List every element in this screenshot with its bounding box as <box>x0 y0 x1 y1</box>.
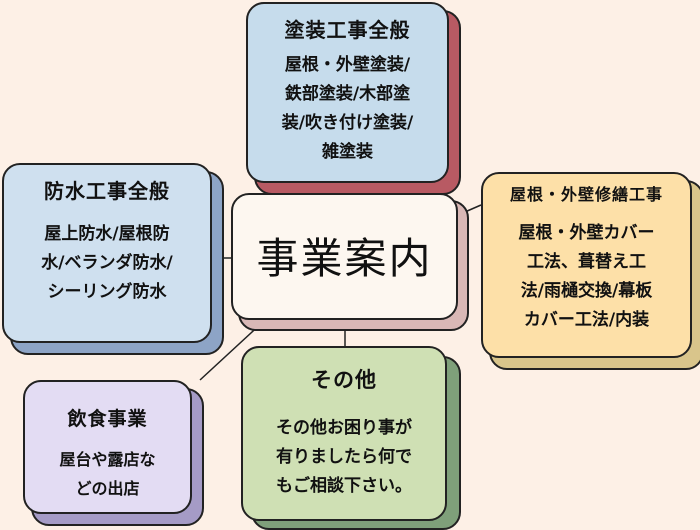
card-line: 装/吹き付け塗装/ <box>281 113 414 133</box>
card-line: 雑塗装 <box>322 142 373 162</box>
card-title: その他 <box>311 368 377 392</box>
card-body: 屋上防水/屋根防 水/ベランダ防水/ シーリング防水 <box>4 204 210 307</box>
card-title: 塗装工事全般 <box>284 18 411 42</box>
card-title: 屋根・外壁修繕工事 <box>509 185 663 204</box>
card-line: どの出店 <box>75 479 140 498</box>
card-line: 屋上防水/屋根防 <box>44 224 170 244</box>
card-line: 工法、葺替え工 <box>527 252 646 272</box>
card-food-business: 飲食事業 屋台や露店な どの出店 <box>23 380 192 514</box>
card-business-guide: 事業案内 <box>231 193 458 320</box>
center-title: 事業案内 <box>256 234 433 283</box>
card-line: シーリング防水 <box>47 282 167 302</box>
card-title: 防水工事全般 <box>44 179 170 203</box>
card-line: 屋根・外壁カバー <box>518 223 655 243</box>
card-line: 水/ベランダ防水/ <box>41 253 173 273</box>
card-line: もご相談下さい。 <box>276 476 412 496</box>
card-other: その他 その他お困り事が 有りましたら何で もご相談下さい。 <box>241 346 447 521</box>
card-line: その他お困り事が <box>276 418 412 438</box>
card-title: 飲食事業 <box>67 408 148 430</box>
card-body: 屋台や露店な どの出店 <box>25 431 190 503</box>
card-roof-wall-repair: 屋根・外壁修繕工事 屋根・外壁カバー 工法、葺替え工 法/雨樋交換/幕板 カバー… <box>481 172 692 358</box>
card-body: 屋根・外壁カバー 工法、葺替え工 法/雨樋交換/幕板 カバー工法/内装 <box>483 205 690 335</box>
card-waterproofing-work: 防水工事全般 屋上防水/屋根防 水/ベランダ防水/ シーリング防水 <box>2 163 212 343</box>
card-line: 屋台や露店な <box>59 450 156 469</box>
card-body: 屋根・外壁塗装/ 鉄部塗装/木部塗 装/吹き付け塗装/ 雑塗装 <box>248 43 447 167</box>
card-line: 鉄部塗装/木部塗 <box>284 84 411 104</box>
card-body: その他お困り事が 有りましたら何で もご相談下さい。 <box>243 394 445 501</box>
card-line: 有りましたら何で <box>276 447 412 467</box>
card-line: カバー工法/内装 <box>523 310 650 330</box>
card-painting-work: 塗装工事全般 屋根・外壁塗装/ 鉄部塗装/木部塗 装/吹き付け塗装/ 雑塗装 <box>246 2 449 183</box>
card-line: 法/雨樋交換/幕板 <box>520 281 653 301</box>
card-line: 屋根・外壁塗装/ <box>284 55 411 75</box>
